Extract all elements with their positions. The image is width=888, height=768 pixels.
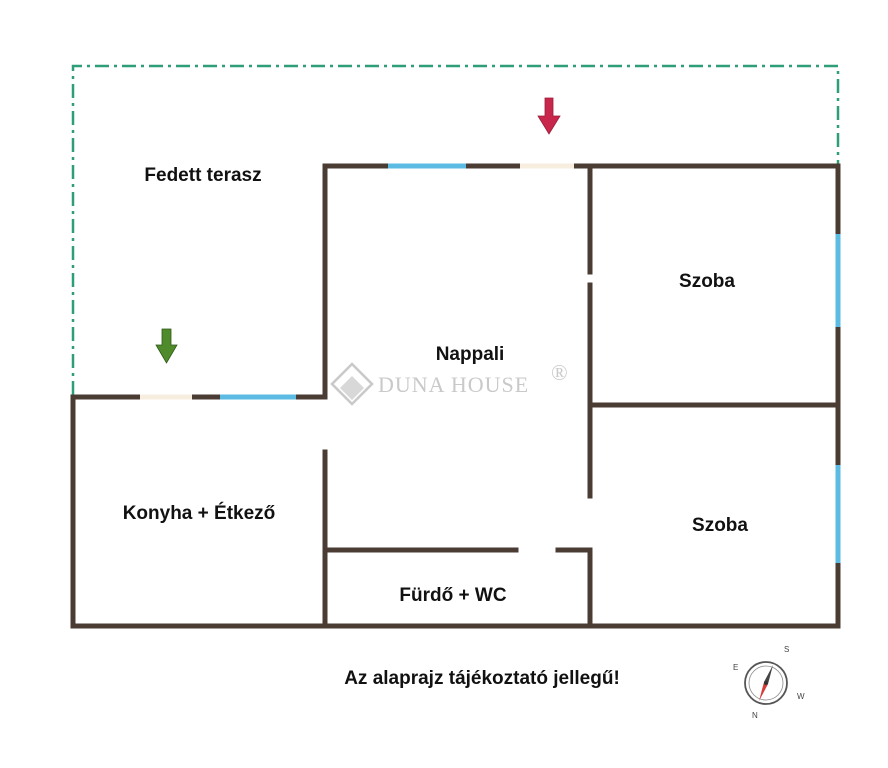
watermark-brand: DUNA HOUSE	[378, 372, 529, 397]
compass-letter-e: E	[733, 663, 738, 672]
diamond-logo-icon	[330, 362, 374, 406]
arrow-down-icon	[155, 328, 178, 364]
compass-icon: S E W N	[733, 645, 805, 720]
doors	[140, 163, 574, 400]
main-entrance-arrow	[537, 97, 561, 135]
room-label-terrace: Fedett terasz	[144, 165, 261, 186]
room-label-kitchen: Konyha + Étkező	[123, 502, 276, 524]
watermark: DUNA HOUSE ®	[330, 360, 569, 406]
compass-letter-w: W	[797, 692, 805, 701]
compass-letter-s: S	[784, 645, 789, 654]
room-label-living: Nappali	[436, 344, 505, 365]
compass-letter-n: N	[752, 711, 758, 720]
room-label-bathroom: Fürdő + WC	[399, 585, 506, 606]
arrow-down-icon	[537, 97, 561, 135]
room-label-bedroom-1: Szoba	[679, 271, 735, 292]
terrace-outline	[71, 64, 840, 395]
watermark-registered: ®	[551, 360, 569, 385]
windows	[220, 163, 841, 563]
disclaimer-note: Az alaprajz tájékoztató jellegű!	[344, 668, 620, 689]
room-label-bedroom-2: Szoba	[692, 515, 748, 536]
kitchen-entrance-arrow	[155, 328, 178, 364]
